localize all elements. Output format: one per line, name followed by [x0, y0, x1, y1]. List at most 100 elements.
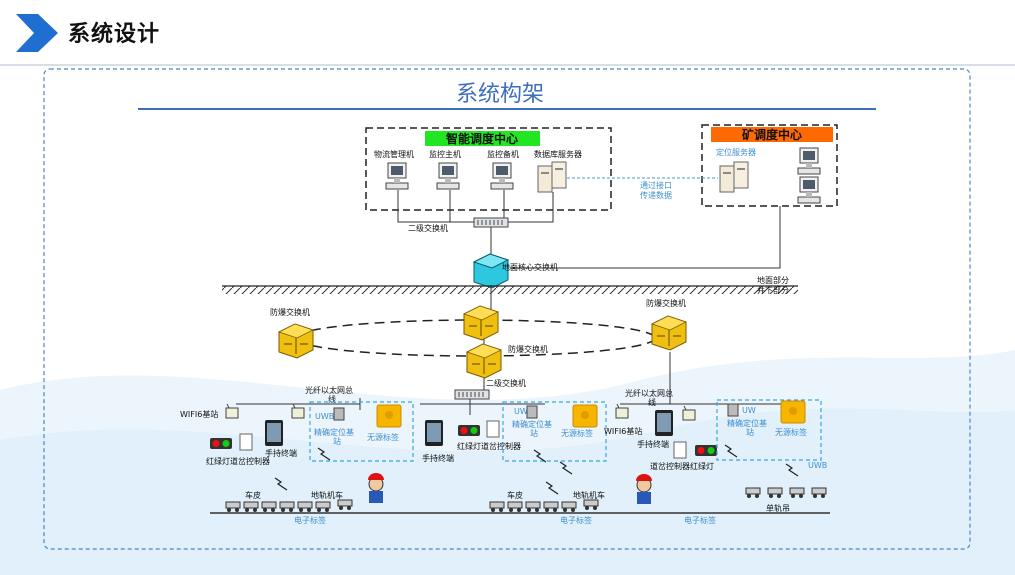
mine-car-icon — [489, 501, 505, 513]
electronic-tag-left-label: 电子标签 — [294, 515, 326, 525]
dispatch-center-title-bg — [425, 131, 540, 146]
computer-icon — [490, 162, 514, 190]
wireless-icon — [724, 444, 738, 458]
explosion-switch-left-label: 防爆交换机 — [270, 307, 310, 317]
switch-l2-mid-label: 二级交换机 — [486, 378, 526, 388]
wifi-base-station-icon — [291, 403, 305, 419]
mine-center-title-bg — [711, 127, 833, 142]
interface-note-line1: 通过接口 — [640, 180, 672, 190]
wireless-icon — [274, 477, 288, 491]
fiber-left-label-2: 线 — [328, 394, 336, 404]
fiber-right-label-2: 线 — [648, 397, 656, 407]
passive-tag-icon — [376, 404, 402, 428]
machine-label-db-server: 数据库服务器 — [534, 149, 582, 159]
machine-label-monitor-main: 监控主机 — [429, 149, 461, 159]
core-switch-icon — [472, 253, 510, 289]
machine-label-monitor-backup: 监控备机 — [487, 149, 519, 159]
mine-car-icon — [561, 501, 577, 513]
precise-station-left-2: 站 — [333, 436, 341, 446]
wifi-right-label: WIFI6基站 — [604, 426, 642, 436]
diagram-frame — [43, 68, 971, 550]
wifi-left-label: WIFI6基站 — [180, 409, 218, 419]
mine-car-icon — [261, 501, 277, 513]
machine-label-logistics: 物流管理机 — [374, 149, 414, 159]
handheld-right-label: 手持终端 — [637, 439, 669, 449]
handheld-center-label: 手持终端 — [422, 453, 454, 463]
locomotive-left-label: 地轨机车 — [311, 490, 343, 500]
bus-lines — [236, 352, 790, 415]
explosion-switch-center-label: 防爆交换机 — [508, 344, 548, 354]
mine-car-center-label: 车皮 — [507, 490, 523, 500]
mine-car-icon — [243, 501, 259, 513]
server-icon — [537, 161, 567, 193]
server-icon — [719, 161, 749, 193]
core-switch-label: 地面核心交换机 — [502, 262, 558, 272]
uwb-anchor-icon — [727, 403, 739, 417]
wifi-base-station-icon — [615, 403, 629, 419]
page-title: 系统设计 — [68, 22, 161, 47]
wireless-icon — [533, 449, 547, 463]
passive-tag-right-label: 无源标签 — [775, 427, 807, 437]
precise-station-left-1: 精确定位基 — [314, 427, 354, 437]
underground-label: 井下部分 — [757, 285, 789, 295]
explosion-switch-top-icon — [463, 305, 499, 341]
interface-note-line2: 传递数据 — [640, 190, 672, 200]
wifi-base-station-icon — [225, 403, 239, 419]
monorail-icon — [745, 487, 827, 499]
passive-tag-icon — [572, 404, 598, 428]
controller-box-icon — [673, 441, 687, 459]
passive-tag-center-label: 无源标签 — [561, 428, 593, 438]
chevron-right-icon — [16, 14, 58, 52]
mine-dispatch-center: 矿调度中心 定位服务器 — [701, 124, 838, 207]
computer-icon — [797, 176, 821, 204]
locomotive-center-label: 地轨机车 — [573, 490, 605, 500]
computer-icon — [797, 147, 821, 175]
mine-car-left-label: 车皮 — [245, 490, 261, 500]
miner-icon — [368, 473, 384, 503]
diagram-title: 系统构架 — [456, 82, 544, 107]
uwb-box-center — [502, 401, 607, 462]
background-wave — [0, 350, 1015, 575]
switch-l2-mid-icon — [454, 389, 490, 400]
uwb-left-label: UWB — [315, 412, 334, 421]
traffic-light-icon — [458, 425, 480, 436]
electronic-tag-right-label: 电子标签 — [684, 515, 716, 525]
wireless-icon — [559, 461, 573, 475]
precise-station-center-1: 精确定位基 — [512, 419, 552, 429]
handheld-terminal-icon — [425, 420, 443, 446]
wireless-icon — [545, 481, 559, 495]
controller-box-icon — [239, 433, 253, 451]
computer-icon — [436, 162, 460, 190]
explosion-switch-center-icon — [466, 343, 502, 379]
miner-icon — [636, 474, 652, 504]
switch-l2-top-icon — [473, 217, 509, 228]
fiber-left-label-1: 光纤以太网总 — [305, 385, 353, 395]
wifi-base-station-icon — [682, 405, 696, 421]
surface-label: 地面部分 — [757, 275, 789, 285]
uwb-right-label: UW — [742, 406, 756, 415]
dispatch-center-title: 智能调度中心 — [445, 131, 518, 146]
locomotive-icon — [337, 499, 353, 511]
mine-car-icon — [297, 501, 313, 513]
ground-hatch — [222, 286, 798, 294]
precise-station-right-1: 精确定位基 — [727, 418, 767, 428]
mine-car-icon — [279, 501, 295, 513]
precise-station-right-2: 站 — [746, 427, 754, 437]
traffic-light-controller-center-label: 红绿灯道岔控制器 — [457, 441, 521, 451]
positioning-server-label: 定位服务器 — [716, 147, 756, 157]
electronic-tag-center-label: 电子标签 — [560, 515, 592, 525]
uwb-center-label: UW — [514, 407, 528, 416]
wireless-icon — [317, 447, 331, 461]
passive-tag-icon — [780, 400, 806, 424]
precise-station-center-2: 站 — [530, 428, 538, 438]
mine-car-icon — [315, 501, 331, 513]
dispatch-center: 智能调度中心 物流管理机 监控主机 监控备机 数据库服务器 — [365, 127, 612, 211]
controller-box-icon — [486, 420, 500, 438]
traffic-light-controller-left-label: 红绿灯道岔控制器 — [206, 456, 270, 466]
page-header: 系统设计 — [0, 0, 1015, 66]
locomotive-icon — [583, 499, 599, 511]
handheld-terminal-icon — [655, 410, 673, 436]
fiber-right-label-1: 光纤以太网总 — [625, 388, 673, 398]
dispatch-links — [397, 190, 781, 269]
mine-car-icon — [543, 501, 559, 513]
